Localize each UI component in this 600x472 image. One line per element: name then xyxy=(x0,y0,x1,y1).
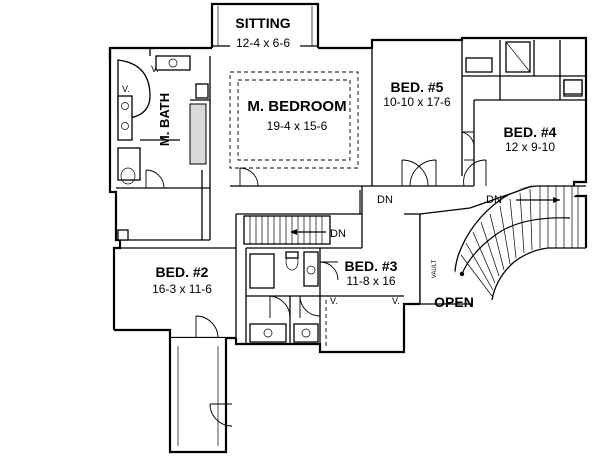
vanity-label-bed3: V. xyxy=(330,296,338,306)
room-dims-bed2: 16-3 x 11-6 xyxy=(152,282,212,296)
room-dims-sitting: 12-4 x 6-6 xyxy=(235,36,291,50)
vault-label: VAULT xyxy=(432,259,439,279)
vanity-label-master: V. xyxy=(122,84,130,94)
down-label-hall: DN xyxy=(377,194,393,206)
curved-stairs xyxy=(453,185,586,301)
room-name-sitting: SITTING xyxy=(235,15,291,31)
room-name-bed2: BED. #2 xyxy=(155,264,209,280)
bath-fixtures xyxy=(117,55,583,343)
room-name-master-bedroom: M. BEDROOM xyxy=(247,98,347,115)
room-dims-bed3: 11-8 x 16 xyxy=(346,274,396,288)
vanity-label-bed3-2: V. xyxy=(392,296,400,306)
down-label-center: DN xyxy=(330,228,346,240)
room-name-bed4: BED. #4 xyxy=(503,124,557,140)
room-name-bed5: BED. #5 xyxy=(390,79,444,95)
room-dims-bed5: 10-10 x 17-6 xyxy=(383,95,451,109)
down-label-right: DN xyxy=(486,194,502,206)
room-dims-bed4: 12 x 9-10 xyxy=(504,140,556,154)
area-label-open: OPEN xyxy=(434,294,474,310)
vanity-label-master-2: V. xyxy=(151,64,159,74)
open-railing xyxy=(419,185,533,305)
room-name-bed3: BED. #3 xyxy=(344,258,398,274)
room-dims-master-bedroom: 19-4 x 15-6 xyxy=(266,119,328,133)
room-name-master-bath: M. BATH xyxy=(157,92,173,147)
center-stairs xyxy=(243,190,361,245)
outer-walls xyxy=(108,2,588,454)
